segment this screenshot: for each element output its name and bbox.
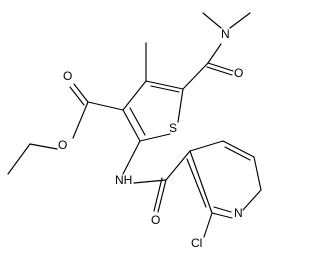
atom-label-n-amide: N	[221, 27, 230, 41]
bond-py-c2-c3	[189, 150, 213, 214]
bond-linker-c-o-a	[157, 179, 167, 213]
bond-linker-c-pyridine	[165, 150, 191, 181]
atom-label-o-carbonyl-bottom: O	[151, 213, 160, 227]
bond-ester-o-ch2	[29, 143, 58, 150]
bond-py-c3-c4	[189, 140, 224, 152]
atom-label-cl: Cl	[191, 236, 202, 250]
bond-ring-c2-c3	[122, 109, 141, 142]
atom-labels: N O O O S NH O N Cl	[58, 27, 243, 250]
bond-ester-c-o	[72, 101, 89, 139]
bond-ester-c3-c	[87, 101, 124, 111]
bond-py-c2-c3-inner	[186, 158, 207, 208]
bond-n-methyl-right	[229, 12, 251, 29]
bond-ring-c5-s	[177, 88, 184, 123]
bond-py-c4-c5-inner	[224, 146, 251, 161]
bond-py-c6-n	[242, 189, 262, 211]
atom-label-o-ester: O	[58, 138, 67, 152]
bond-linker-c-o-b	[153, 177, 163, 212]
bond-n-methyl-left	[202, 12, 222, 29]
bond-ring-c5-amide-c	[182, 62, 209, 90]
bond-ring-c4-c5	[145, 80, 184, 90]
bond-py-c5-c6	[253, 156, 262, 191]
bond-py-n-c2	[211, 212, 233, 219]
bond-ring-c3-c4	[122, 80, 147, 111]
bond-ring-s-c2	[139, 133, 171, 142]
bond-ring-c4-c5-inner	[150, 85, 180, 93]
bond-ester-c-o-b	[69, 86, 85, 106]
bond-amide-c-o-a	[207, 62, 234, 72]
bond-py-c4-c5	[222, 140, 255, 158]
bond-c2-nh	[122, 140, 141, 175]
bond-py-n-c2-inner	[213, 206, 232, 213]
atom-label-nh: NH	[115, 173, 132, 187]
atom-label-s-ring: S	[169, 121, 177, 135]
bond-ring-c2-c3-inner	[129, 107, 146, 136]
atom-label-o-carbonyl-top: O	[234, 66, 243, 80]
bond-lines	[7, 12, 262, 238]
bond-py-c2-cl	[203, 212, 213, 238]
bond-ester-c-o-a	[73, 83, 89, 103]
bond-amide-c-n	[207, 43, 222, 64]
bond-ester-ch2-ch3	[7, 143, 31, 175]
bond-amide-c-o-b	[206, 66, 233, 76]
bond-nh-c	[133, 179, 167, 184]
chemical-structure: N O O O S NH O N Cl	[7, 12, 262, 250]
atom-label-o-ester-carbonyl: O	[63, 69, 72, 83]
atom-label-n-pyridine: N	[234, 206, 243, 220]
